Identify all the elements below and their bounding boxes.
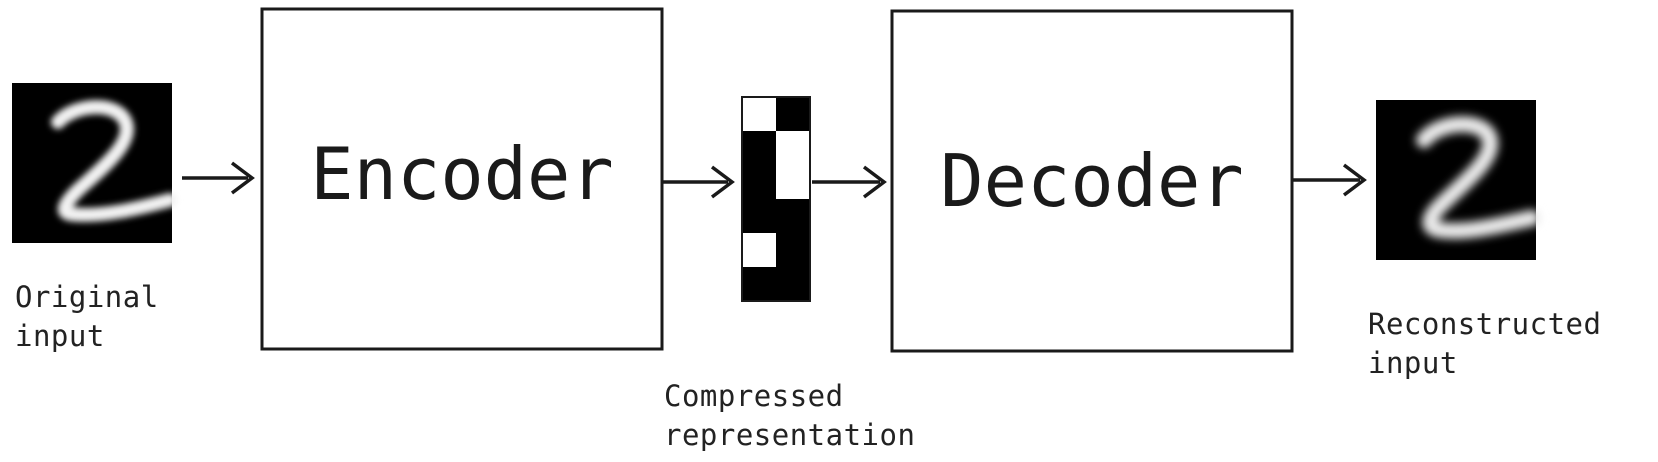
code-cell	[776, 233, 810, 267]
original-input-caption-line1: Original	[15, 280, 159, 314]
arrow-decoder-to-output	[1292, 163, 1367, 197]
arrow-input-to-encoder	[182, 161, 255, 195]
code-cell	[742, 267, 776, 301]
code-cell	[776, 97, 810, 131]
decoder-label: Decoder	[940, 139, 1243, 223]
reconstructed-input-caption: Reconstructed input	[1368, 305, 1601, 383]
compressed-caption-line2: representation	[664, 418, 916, 452]
arrow-encoder-to-code	[662, 165, 735, 199]
code-cell	[742, 97, 776, 131]
code-cell	[742, 131, 776, 165]
original-input-image	[12, 83, 177, 243]
code-cell	[776, 199, 810, 233]
code-cell	[742, 199, 776, 233]
arrow-code-to-decoder	[812, 165, 887, 199]
compressed-caption-line1: Compressed	[664, 379, 844, 413]
compressed-representation-grid	[741, 96, 811, 302]
compressed-representation-caption: Compressed representation	[664, 377, 915, 455]
encoder-label: Encoder	[310, 132, 613, 216]
original-input-caption-line2: input	[15, 319, 105, 353]
decoder-block: Decoder	[890, 9, 1294, 353]
code-cell	[742, 165, 776, 199]
code-cell	[776, 267, 810, 301]
reconstructed-input-image	[1376, 100, 1540, 260]
code-cell	[742, 233, 776, 267]
reconstructed-caption-line2: input	[1368, 346, 1458, 380]
code-cell	[776, 165, 810, 199]
code-grid-border	[741, 96, 811, 302]
code-cell	[776, 131, 810, 165]
reconstructed-caption-line1: Reconstructed	[1368, 307, 1602, 341]
original-input-caption: Original input	[15, 278, 159, 356]
encoder-block: Encoder	[260, 7, 664, 351]
